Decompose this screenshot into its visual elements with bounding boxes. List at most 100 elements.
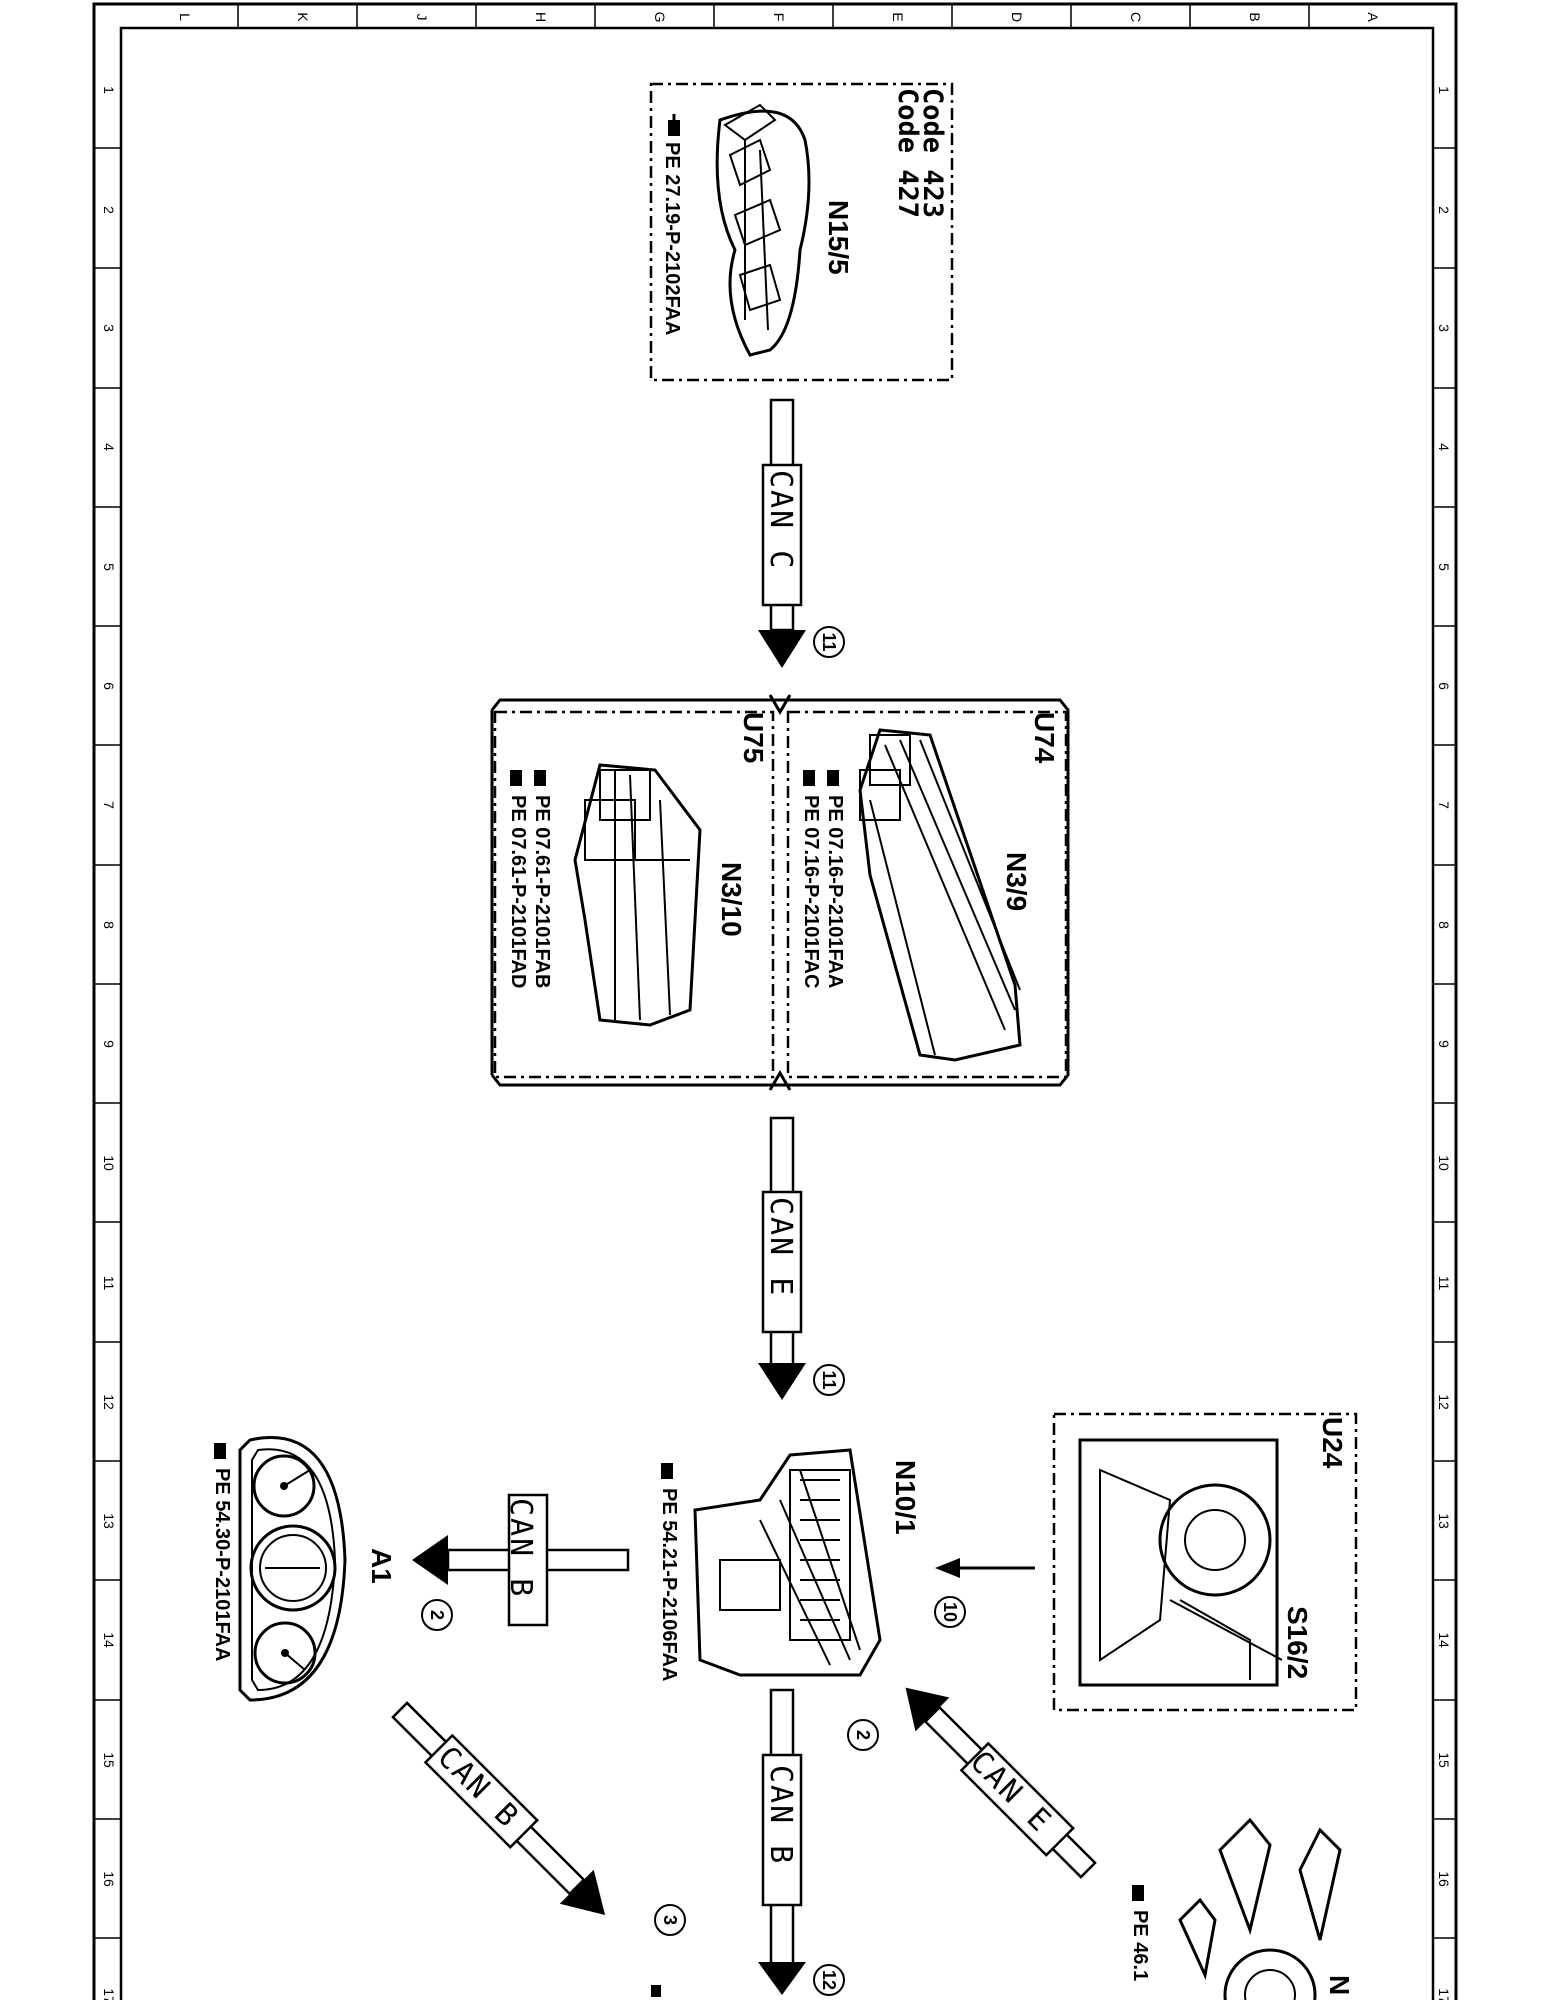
n15-5-module: N15/5 Code 423 Code 427 PE 27.19-P-2102F… <box>649 82 954 382</box>
svg-text:11: 11 <box>819 1370 839 1389</box>
grid-number-right: 2 <box>1436 206 1452 214</box>
side-grid <box>94 147 1456 1939</box>
grid-number-left: 8 <box>101 921 117 929</box>
grid-letter: C <box>1128 12 1144 22</box>
n10-1-label: N10/1 <box>890 1460 921 1535</box>
step-11-can-c: 11 <box>813 626 845 658</box>
hand-pointer-icon <box>534 770 546 786</box>
can-c-label: CAN C <box>763 470 798 570</box>
grid-number-right: 14 <box>1436 1632 1452 1648</box>
grid-letter: A <box>1365 12 1381 22</box>
step-10: 10 <box>934 1596 966 1628</box>
hand-pointer-icon <box>661 1463 673 1479</box>
grid-number-left: 12 <box>101 1394 117 1410</box>
hand-pointer-icon <box>668 114 680 136</box>
grid-number-right: 12 <box>1436 1394 1452 1410</box>
grid-number-left: 16 <box>101 1871 117 1887</box>
combination-switch-module <box>1178 1817 1342 2000</box>
grid-number-left: 10 <box>101 1155 117 1171</box>
step-2-a1: 2 <box>421 1599 453 1631</box>
n10-1-reference: PE 54.21-P-2106FAA <box>658 1488 680 1681</box>
grid-number-left: 3 <box>101 324 117 332</box>
u24-group: U24 S16/2 <box>1052 1412 1358 1712</box>
grid-number-left: 5 <box>101 563 117 571</box>
grid-number-right: 5 <box>1436 563 1452 571</box>
grid-number-left: 15 <box>101 1752 117 1768</box>
hand-pointer-icon <box>214 1443 226 1459</box>
can-b-diagonal-label: CAN B <box>430 1740 526 1836</box>
grid-number-left: 1 <box>101 86 117 94</box>
can-c-bus: CAN C <box>758 398 806 668</box>
code-423-label: Code 423 <box>917 88 948 218</box>
hand-pointer-icon <box>651 1985 661 1997</box>
hand-pointer-icon <box>827 770 839 786</box>
svg-text:11: 11 <box>819 632 839 651</box>
n3-10-reference-2: PE 07.61-P-2101FAD <box>507 795 529 988</box>
hand-pointer-icon <box>803 770 815 786</box>
outer-frame <box>92 2 1458 2000</box>
code-427-label: Code 427 <box>892 88 923 218</box>
n3-10-reference-1: PE 07.61-P-2101FAB <box>531 795 553 988</box>
grid-letter: K <box>295 12 311 22</box>
n15-5-reference: PE 27.19-P-2102FAA <box>661 142 683 335</box>
n15-5-label: N15/5 <box>823 200 854 275</box>
grid-number-right: 3 <box>1436 324 1452 332</box>
grid-number-right: 10 <box>1436 1155 1452 1171</box>
grid-letter: J <box>414 14 430 21</box>
grid-letter: D <box>1009 12 1025 22</box>
can-e-label: CAN E <box>763 1197 798 1297</box>
svg-text:2: 2 <box>427 1610 447 1620</box>
s16-2-label: S16/2 <box>1282 1606 1313 1679</box>
svg-text:2: 2 <box>853 1730 873 1740</box>
a1-instrument-cluster <box>238 1436 347 1702</box>
can-b-a1-bus: CAN B <box>412 1493 630 1627</box>
grid-number-left: 7 <box>101 801 117 809</box>
grid-letter: E <box>890 12 906 21</box>
step-2-can-e: 2 <box>847 1719 879 1751</box>
grid-number-right: 7 <box>1436 801 1452 809</box>
grid-number-right: 1 <box>1436 86 1452 94</box>
inner-frame <box>119 26 1435 2000</box>
grid-number-left: 11 <box>101 1276 117 1291</box>
grid-number-right: 16 <box>1436 1871 1452 1887</box>
grid-letter: H <box>533 12 549 22</box>
grid-letter: F <box>771 13 787 22</box>
n3-9-reference-1: PE 07.16-P-2101FAA <box>824 795 846 988</box>
step-3: 3 <box>654 1904 686 1936</box>
svg-text:3: 3 <box>660 1915 680 1925</box>
can-e-diagonal-label: CAN E <box>963 1744 1059 1840</box>
grid-number-right: 13 <box>1436 1513 1452 1529</box>
grid-number-right: 6 <box>1436 682 1452 690</box>
grid-letter: G <box>652 12 668 23</box>
svg-text:10: 10 <box>940 1602 960 1622</box>
n80-label: N <box>1324 1975 1355 1995</box>
s16-2-switch-photo <box>1099 1468 1283 1680</box>
can-e-diagonal-bus: CAN E <box>905 1687 1097 1879</box>
step-12: 12 <box>813 1964 845 1996</box>
top-grid <box>237 4 1310 28</box>
grid-number-right: 9 <box>1436 1040 1452 1048</box>
grid-number-left: 2 <box>101 206 117 214</box>
n3-9-label: N3/9 <box>1001 852 1032 911</box>
u24-label: U24 <box>1317 1417 1348 1469</box>
hand-pointer-icon <box>1132 1885 1144 1901</box>
grid-number-left: 13 <box>101 1513 117 1529</box>
grid-number-right: 8 <box>1436 921 1452 929</box>
grid-number-left: 9 <box>101 1040 117 1048</box>
can-b-a1-label: CAN B <box>503 1498 538 1598</box>
a1-reference: PE 54.30-P-2101FAA <box>211 1468 233 1661</box>
grid-number-right: 4 <box>1436 443 1452 451</box>
can-b-diagonal-bus: CAN B <box>391 1701 606 1916</box>
u24-to-n10-1-arrow <box>935 1558 1035 1578</box>
n10-1-module <box>693 1448 882 1677</box>
can-b-down-bus: CAN B <box>758 1688 806 1995</box>
n80-reference: PE 46.1 <box>1129 1910 1151 1981</box>
grid-number-right: 15 <box>1436 1752 1452 1768</box>
grid-number-left: 6 <box>101 682 117 690</box>
hand-pointer-icon <box>510 770 522 786</box>
grid-number-left: 4 <box>101 443 117 451</box>
u74-label: U74 <box>1029 712 1060 764</box>
grid-number-left: 14 <box>101 1632 117 1648</box>
u74-u75-group: U74 N3/9 PE 07.16-P-2101FAA PE 07.16-P-2… <box>490 694 1070 1091</box>
